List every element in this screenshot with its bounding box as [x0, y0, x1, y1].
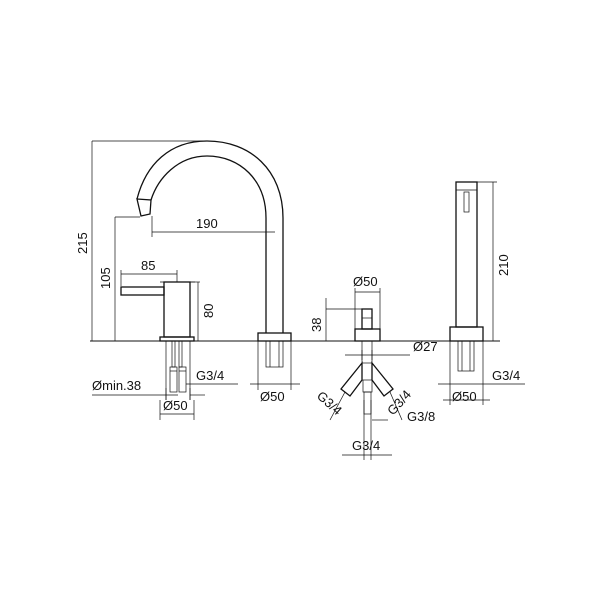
dim-lever-length: [120, 270, 178, 286]
mixer-body: [120, 281, 195, 342]
label-diverter-diameter: Ø50: [353, 274, 378, 289]
dim-mixer-height: [190, 281, 200, 341]
label-diverter-height: 38: [309, 318, 324, 332]
dim-shower-diameter: [443, 341, 490, 405]
mixer-hoses: [165, 340, 191, 400]
dim-spout-reach: [151, 216, 275, 237]
dim-hole-min: [92, 388, 205, 400]
label-diverter-thread-center: G3/8: [407, 409, 435, 424]
dim-diverter-thread-bottom: [342, 400, 392, 460]
label-handle-height: 105: [98, 267, 113, 289]
label-diverter-thread-bottom: G3/4: [352, 438, 380, 453]
label-mixer-height: 80: [201, 304, 216, 318]
label-spout-diameter: Ø50: [260, 389, 285, 404]
dim-shower-height: [477, 181, 497, 342]
label-total-height: 215: [75, 232, 90, 254]
label-shower-height: 210: [496, 254, 511, 276]
spout-connection: [265, 340, 284, 368]
dim-diverter-stem: [345, 350, 410, 360]
label-mixer-thread: G3/4: [196, 368, 224, 383]
label-shower-thread: G3/4: [492, 368, 520, 383]
dim-spout-diameter: [250, 341, 300, 390]
dim-diverter-diameter: [354, 288, 381, 329]
label-mixer-diameter: Ø50: [163, 398, 188, 413]
label-hole-min: Ømin.38: [92, 378, 141, 393]
dim-diverter-thread-angled: [329, 391, 403, 421]
dim-handle-height: [114, 216, 140, 341]
dim-mixer-diameter: [159, 400, 195, 420]
hand-shower: [449, 181, 484, 372]
diverter: [340, 308, 394, 415]
label-lever-length: 85: [141, 258, 155, 273]
dim-total-height: [91, 140, 207, 341]
label-spout-reach: 190: [196, 216, 218, 231]
dim-diverter-height: [325, 298, 362, 341]
label-diverter-stem: Ø27: [413, 339, 438, 354]
label-diverter-thread-left: G3/4: [314, 388, 345, 418]
label-shower-diameter: Ø50: [452, 389, 477, 404]
